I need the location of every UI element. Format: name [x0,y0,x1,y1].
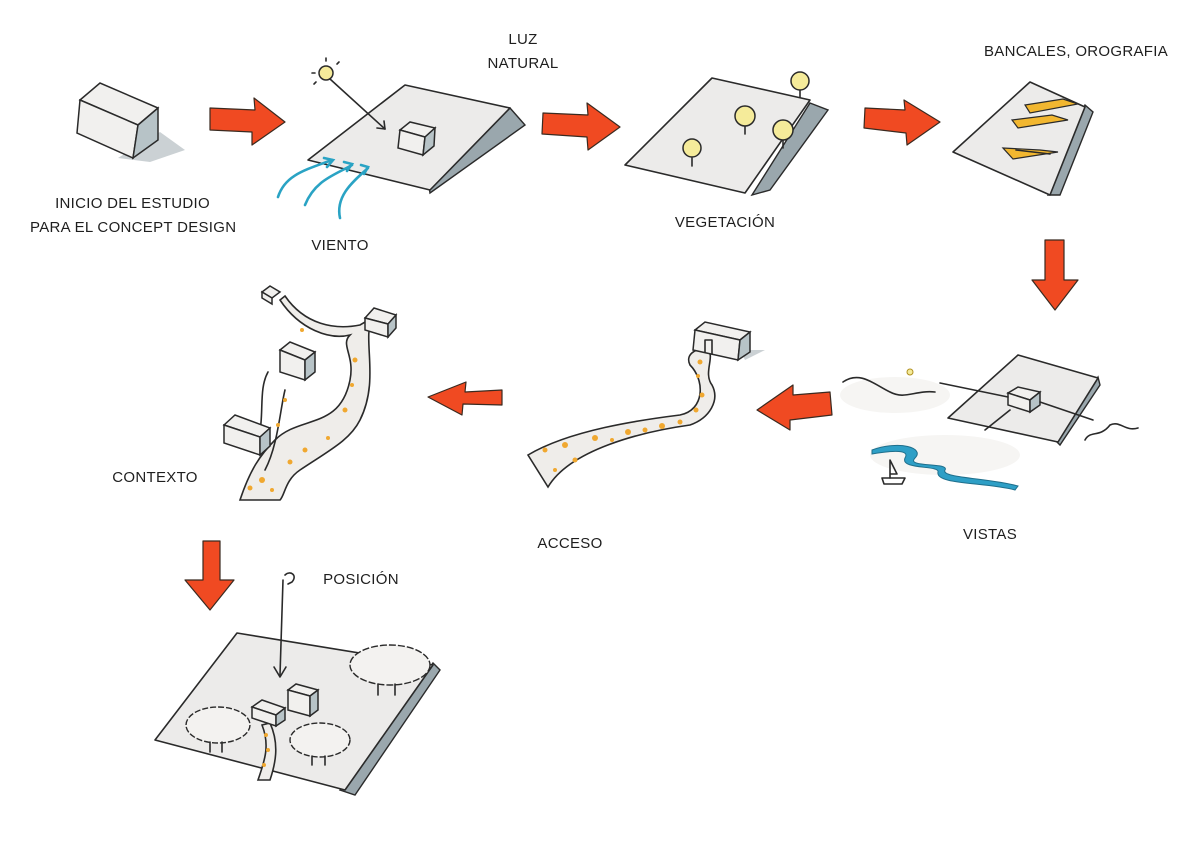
arrow-left-2 [427,381,503,416]
label-inicio: INICIO DEL ESTUDIO PARA EL CONCEPT DESIG… [30,192,237,240]
access-path-icon [526,321,765,489]
label-luz-natural: LUZ NATURAL [478,28,568,76]
label-inicio-line2: PARA EL CONCEPT DESIGN [30,219,237,236]
boat-icon [881,459,906,485]
label-vegetacion: VEGETACIÓN [674,214,776,231]
box-volume-icon [76,82,185,162]
arrow-left-1 [756,384,833,431]
context-network-icon [222,285,398,501]
tree-outline-2 [289,722,351,766]
wind-light-plane-icon [276,57,527,220]
context-dots [247,328,358,492]
label-contexto: CONTEXTO [112,469,198,486]
views-icon [840,354,1139,491]
tree-outline-3 [349,644,431,696]
label-inicio-line1: INICIO DEL ESTUDIO [55,195,210,212]
label-posicion: POSICIÓN [323,571,399,588]
arrow-down-1 [1031,239,1079,311]
position-icon [154,572,441,796]
arrow-right-2 [541,102,621,151]
tree-outline-1 [185,706,251,753]
label-luz-line1: LUZ [508,31,538,48]
arrow-down-2 [184,540,235,611]
terraces-icon [952,81,1094,196]
arrow-right-3 [863,99,941,146]
trees-icon [624,71,830,197]
position-marker [273,572,295,678]
label-bancales: BANCALES, OROGRAFIA [983,43,1169,60]
label-viento: VIENTO [311,237,369,254]
arrow-right-1 [209,97,286,146]
sun-icon [311,57,386,130]
wind-icon [276,156,370,220]
label-luz-line2: NATURAL [487,55,559,72]
label-acceso: ACCESO [537,535,603,552]
path-dots [542,359,705,472]
label-vistas: VISTAS [962,526,1018,543]
